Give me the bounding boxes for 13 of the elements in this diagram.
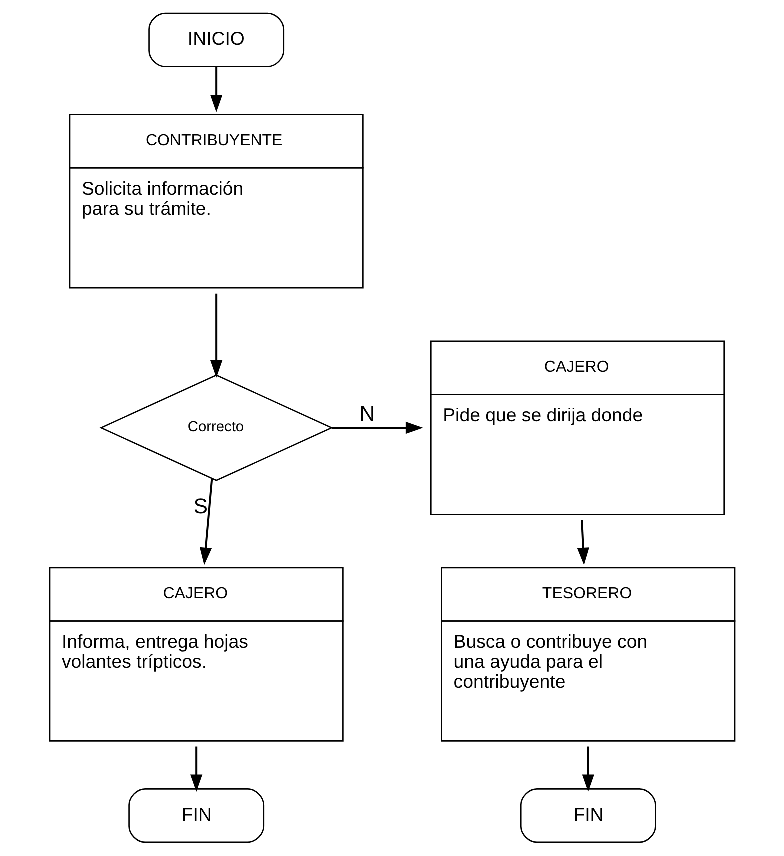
arrow: [210, 67, 222, 112]
arrow: [331, 422, 423, 434]
edge-label: S: [193, 494, 208, 518]
node-box: FIN: [520, 788, 656, 844]
edge-label: N: [359, 402, 375, 426]
arrow: [576, 520, 589, 566]
arrow: [582, 746, 594, 792]
node-diamond: Correcto: [99, 374, 333, 482]
node-box: FIN: [128, 788, 264, 844]
arrow: [199, 478, 213, 566]
arrow: [190, 746, 202, 792]
arrow: [210, 294, 222, 378]
node-box: INICIO: [148, 12, 284, 68]
